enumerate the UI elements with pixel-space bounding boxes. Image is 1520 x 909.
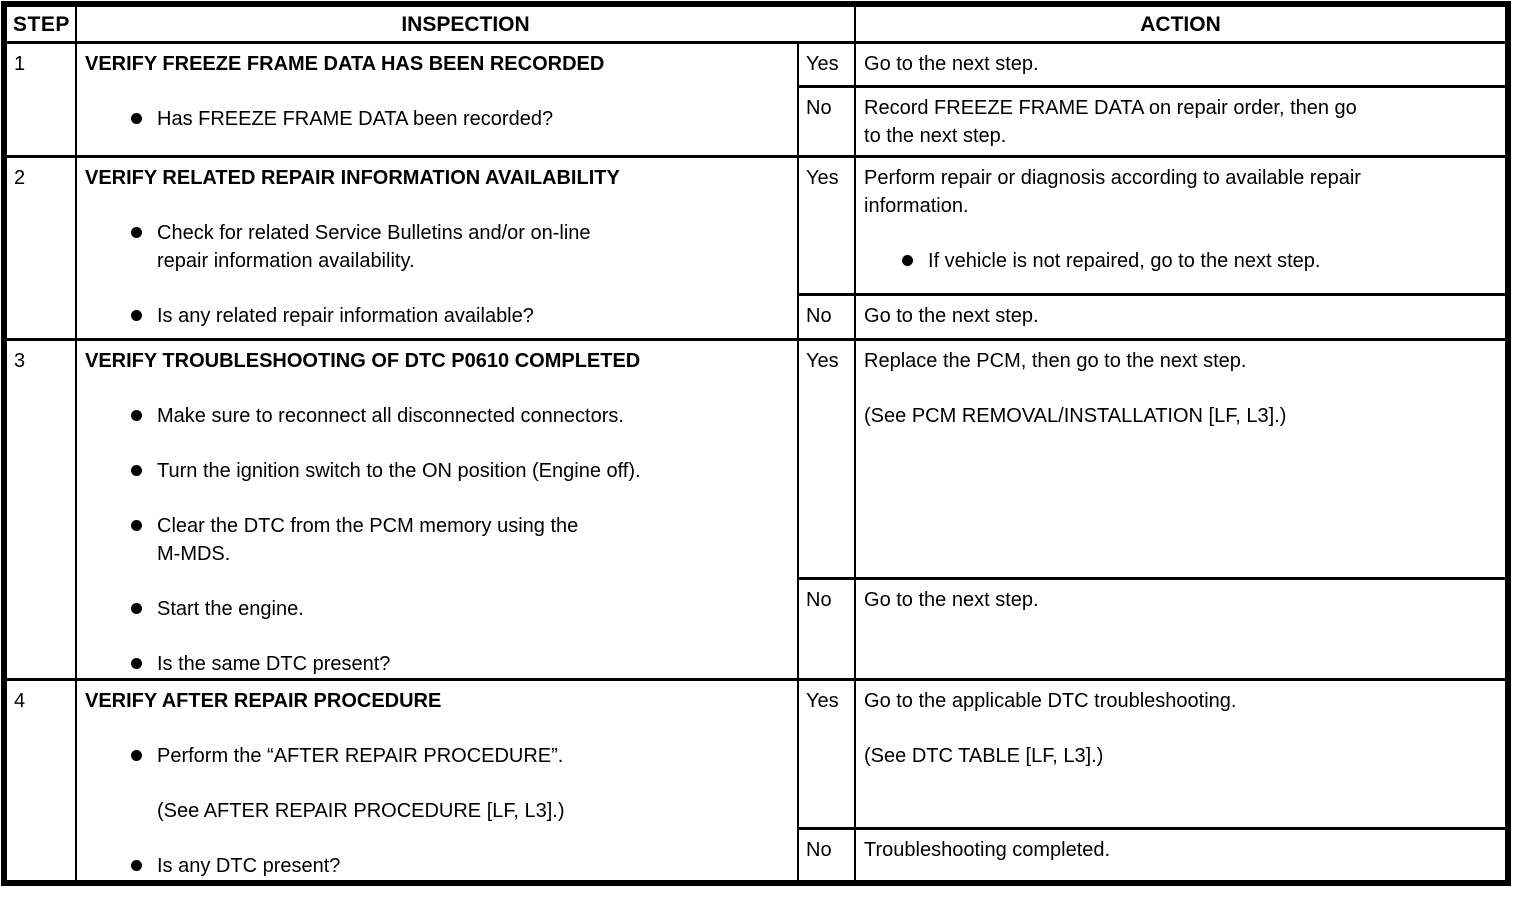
action-bullet-item: If vehicle is not repaired, go to the ne… [902,247,1497,275]
action-cell-yes: Perform repair or diagnosis according to… [854,155,1510,296]
yes-label: Yes [796,41,857,88]
bullet-text: Turn the ignition switch to the ON posit… [157,460,641,482]
bullet-text: Is any related repair information availa… [157,305,534,327]
header-step: STEP [3,2,77,44]
inspection-bullet-item: Turn the ignition switch to the ON posit… [131,457,789,485]
yes-label: Yes [796,155,857,296]
inspection-bullet-item: Perform the “AFTER REPAIR PROCEDURE”. [131,742,789,770]
no-label: No [796,293,857,341]
step-number: 4 [3,678,77,885]
table-row: No Go to the next step. [4,576,1510,681]
bullet-icon [131,113,142,124]
inspection-bullet-item: Is any related repair information availa… [131,302,789,330]
inspection-title: VERIFY FREEZE FRAME DATA HAS BEEN RECORD… [85,53,605,75]
inspection-title: VERIFY RELATED REPAIR INFORMATION AVAILA… [85,167,620,189]
bullet-icon [131,750,142,761]
action-cell-yes: Go to the applicable DTC troubleshooting… [854,677,1510,831]
action-cell-no: Troubleshooting completed. [854,827,1510,885]
action-cell-yes: Go to the next step. [854,41,1510,88]
table-row: 2 VERIFY RELATED REPAIR INFORMATION AVAI… [3,155,1510,341]
table-row: 4 VERIFY AFTER REPAIR PROCEDURE Perform … [3,677,1510,885]
inspection-title: VERIFY AFTER REPAIR PROCEDURE [85,690,442,712]
inspection-bullet-item: Make sure to reconnect all disconnected … [131,402,789,430]
step-number: 2 [3,155,77,341]
table-row: No Go to the next step. [4,293,1510,341]
inspection-reference-text: (See AFTER REPAIR PROCEDURE [LF, L3].) [157,800,565,822]
inspection-title: VERIFY TROUBLESHOOTING OF DTC P0610 COMP… [85,350,641,372]
bullet-text: Make sure to reconnect all disconnected … [157,405,624,427]
action-cell-no: Go to the next step. [854,293,1510,341]
inspection-cell: VERIFY AFTER REPAIR PROCEDURE Perform th… [75,678,799,885]
no-label: No [796,827,857,885]
step-number: 1 [3,41,77,158]
action-cell-yes: Replace the PCM, then go to the next ste… [854,338,1510,580]
action-text: Replace the PCM, then go to the next ste… [864,350,1247,372]
bullet-text: Has FREEZE FRAME DATA been recorded? [157,108,554,130]
bullet-text: Is the same DTC present? [157,653,391,675]
bullet-icon [131,658,142,669]
bullet-icon [131,227,142,238]
bullet-icon [902,255,914,266]
bullet-icon [131,603,142,614]
table-row: 3 VERIFY TROUBLESHOOTING OF DTC P0610 CO… [3,338,1510,681]
inspection-bullet-item: Check for related Service Bulletins and/… [131,219,789,275]
action-reference-text: (See PCM REMOVAL/INSTALLATION [LF, L3].) [864,405,1287,427]
action-text: Go to the next step. [864,53,1039,75]
bullet-text: Is any DTC present? [157,855,341,877]
yes-label: Yes [796,338,857,580]
action-text: Go to the next step. [864,305,1039,327]
bullet-icon [131,520,142,531]
no-label: No [796,85,857,158]
yes-label: Yes [796,677,857,831]
table-row: 1 VERIFY FREEZE FRAME DATA HAS BEEN RECO… [3,41,1510,158]
no-label: No [796,576,857,681]
table-row: No Troubleshooting completed. [4,827,1510,885]
bullet-icon [131,310,142,321]
inspection-bullet-item: Is the same DTC present? [131,650,789,677]
inspection-cell: VERIFY TROUBLESHOOTING OF DTC P0610 COMP… [75,338,799,681]
action-text: Perform repair or diagnosis according to… [864,167,1361,217]
troubleshooting-table: STEP INSPECTION ACTION 1 VERIFY FREEZE F… [1,1,1512,886]
header-action: ACTION [854,2,1510,44]
action-text: Troubleshooting completed. [864,839,1111,862]
action-text: Go to the applicable DTC troubleshooting… [864,690,1237,712]
bullet-icon [131,860,142,871]
bullet-text: Perform the “AFTER REPAIR PROCEDURE”. [157,745,564,767]
bullet-text: Check for related Service Bulletins and/… [157,222,591,272]
action-cell-no: Go to the next step. [854,576,1510,681]
action-text: Record FREEZE FRAME DATA on repair order… [864,97,1357,147]
action-reference-text: (See DTC TABLE [LF, L3].) [864,745,1104,767]
bullet-text: If vehicle is not repaired, go to the ne… [928,250,1321,272]
table-row: No Record FREEZE FRAME DATA on repair or… [4,85,1510,158]
bullet-icon [131,410,142,421]
action-cell-no: Record FREEZE FRAME DATA on repair order… [854,85,1510,158]
inspection-bullet-item: Start the engine. [131,595,789,623]
bullet-text: Clear the DTC from the PCM memory using … [157,515,579,565]
inspection-bullet-item: Is any DTC present? [131,852,789,880]
inspection-bullet-item: Has FREEZE FRAME DATA been recorded? [131,105,789,133]
inspection-bullet-item: Clear the DTC from the PCM memory using … [131,512,789,568]
header-inspection: INSPECTION [74,2,857,44]
bullet-icon [131,465,142,476]
action-text: Go to the next step. [864,588,1039,611]
inspection-cell: VERIFY RELATED REPAIR INFORMATION AVAILA… [75,155,799,341]
bullet-text: Start the engine. [157,598,304,620]
header-row: STEP INSPECTION ACTION [3,2,1510,44]
step-number: 3 [3,338,77,681]
inspection-cell: VERIFY FREEZE FRAME DATA HAS BEEN RECORD… [75,41,799,158]
